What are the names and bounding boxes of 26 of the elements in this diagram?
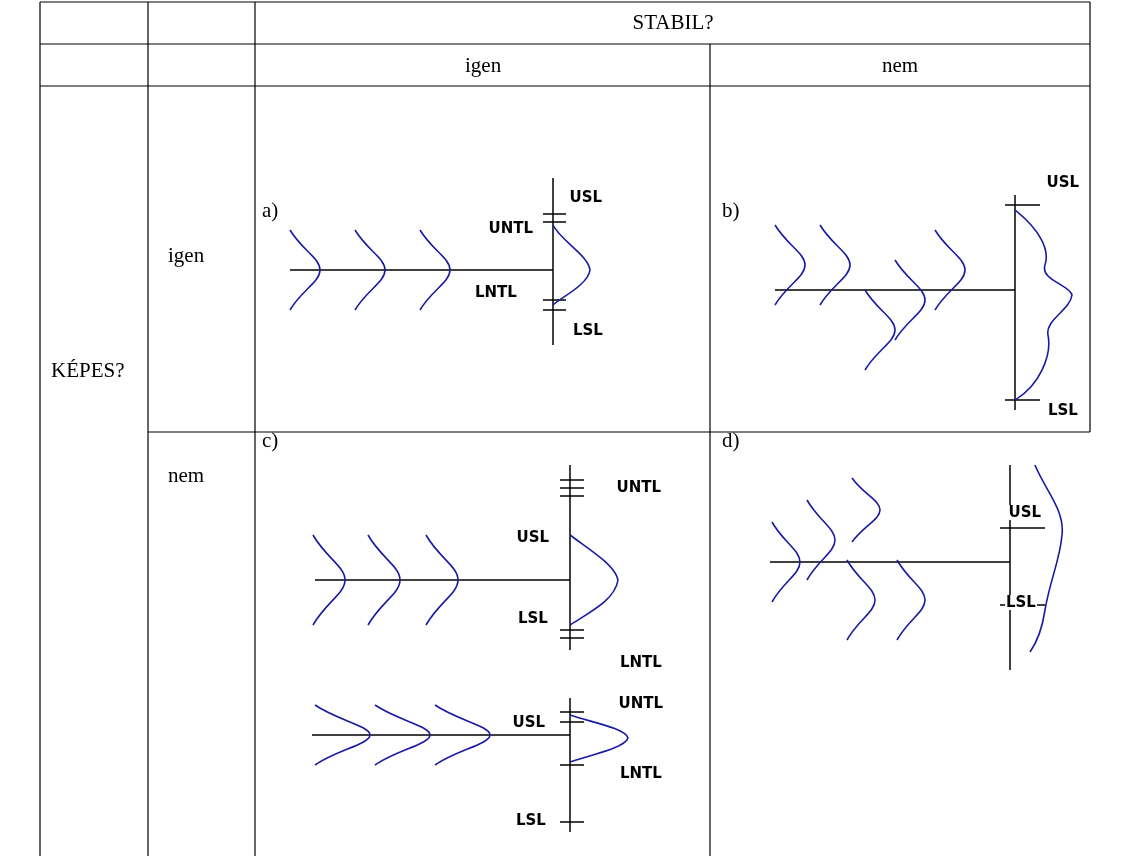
row-header: nem bbox=[168, 464, 205, 486]
limit-label: UNTL bbox=[617, 695, 665, 711]
limit-label: LSL bbox=[572, 322, 604, 338]
panel-letter: c) bbox=[262, 429, 279, 451]
limit-label: USL bbox=[1007, 504, 1043, 520]
limit-label: UNTL bbox=[615, 479, 663, 495]
panel-letter: a) bbox=[262, 199, 279, 221]
limit-label: LSL bbox=[1005, 594, 1037, 610]
panel-letter: b) bbox=[722, 199, 740, 221]
limit-label: USL bbox=[1045, 174, 1081, 190]
limit-label: LSL bbox=[517, 610, 549, 626]
panel-letter: d) bbox=[722, 429, 740, 451]
row-header: igen bbox=[168, 244, 205, 266]
column-header: igen bbox=[465, 54, 502, 76]
row-header: KÉPES? bbox=[51, 359, 125, 381]
limit-label: LNTL bbox=[474, 284, 518, 300]
limit-label: USL bbox=[511, 714, 547, 730]
limit-label: USL bbox=[568, 189, 604, 205]
column-header: STABIL? bbox=[632, 11, 714, 33]
limit-label: USL bbox=[515, 529, 551, 545]
limit-label: LSL bbox=[515, 812, 547, 828]
limit-label: UNTL bbox=[487, 220, 535, 236]
limit-label: LNTL bbox=[619, 654, 663, 670]
limit-label: LSL bbox=[1047, 402, 1079, 418]
limit-label: LNTL bbox=[619, 765, 663, 781]
column-header: nem bbox=[882, 54, 919, 76]
